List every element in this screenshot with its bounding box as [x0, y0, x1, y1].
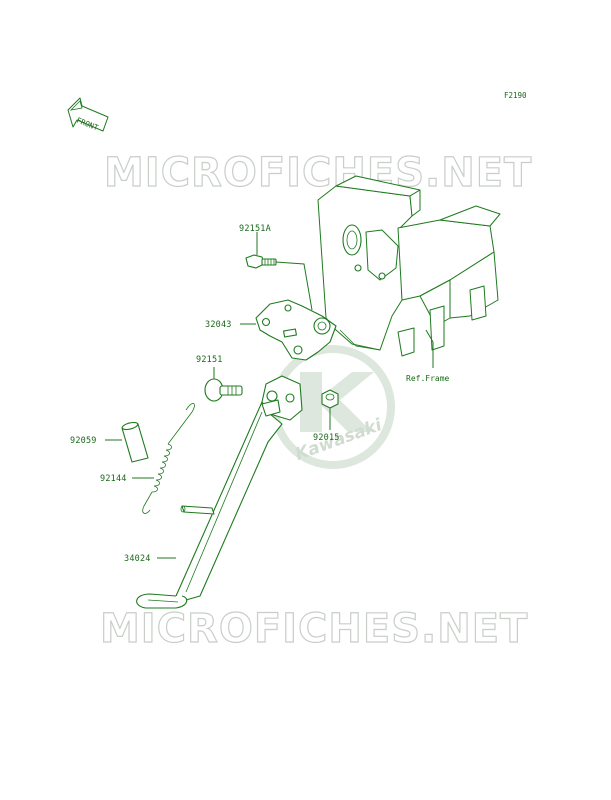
label-92144: 92144	[100, 474, 127, 484]
collar-92059	[121, 421, 149, 463]
ref-frame-label: Ref.Frame	[406, 374, 450, 383]
watermark-bottom: MICROFICHES.NET	[100, 606, 528, 652]
label-92151: 92151	[196, 355, 223, 365]
spring-92144	[142, 403, 195, 514]
frame-reference	[317, 175, 501, 357]
label-92059: 92059	[70, 436, 97, 446]
label-92015: 92015	[313, 433, 340, 443]
label-32043: 32043	[205, 320, 232, 330]
side-stand-34024	[136, 375, 303, 609]
front-arrow-icon: FRONT	[67, 97, 109, 132]
label-34024: 34024	[124, 554, 151, 564]
bolt-92151	[204, 378, 243, 402]
nut-92015	[321, 389, 339, 409]
bolt-92151a	[245, 254, 277, 269]
bracket-32043	[255, 299, 337, 361]
label-92151a: 92151A	[239, 224, 271, 234]
watermark-top: MICROFICHES.NET	[104, 150, 532, 196]
figure-code: F2190	[504, 91, 527, 100]
